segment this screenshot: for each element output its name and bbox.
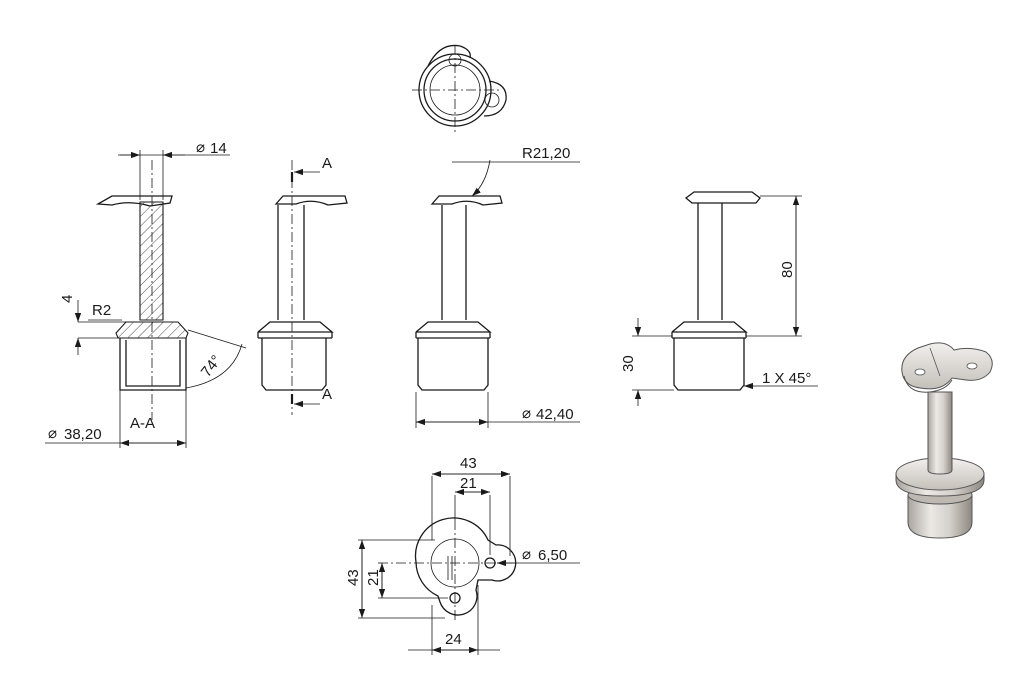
plate-height-label: 43 [345, 569, 362, 586]
top-view [412, 44, 507, 135]
plate-hole-spacing-x-label: 21 [460, 475, 477, 492]
plate-hole-spacing-y-label: 21 [365, 569, 382, 586]
section-view-a-a: ⌀ 14 4 R2 74° ⌀ 38,20 A-A [45, 139, 247, 448]
diameter-symbol: ⌀ [48, 425, 57, 442]
fillet-radius-label: R2 [92, 302, 111, 319]
diameter-symbol: ⌀ [196, 139, 205, 156]
cut-marker-top: A [322, 155, 332, 172]
isometric-render [895, 342, 993, 539]
side-view: 80 30 1 X 45° [620, 191, 818, 406]
base-height-label: 30 [620, 355, 637, 372]
front-view-cut: A A [257, 155, 348, 415]
hole-diameter-label: 6,50 [538, 547, 567, 564]
cut-marker-bottom: A [322, 386, 332, 403]
base-section-diameter-label: 38,20 [64, 426, 102, 443]
plate-view: 43 21 43 21 ⌀ 6,50 24 [345, 455, 580, 655]
plate-width-label: 43 [460, 455, 477, 472]
saddle-radius-label: R21,20 [522, 145, 570, 162]
plate-offset-label: 24 [445, 631, 462, 648]
lip-height-label: 4 [59, 295, 76, 303]
bevel-angle-label: 74° [198, 352, 225, 380]
post-height-label: 80 [779, 261, 796, 278]
tube-diameter-label: 14 [210, 140, 227, 157]
front-view: R21,20 ⌀ 42,40 [415, 145, 580, 428]
base-diameter-label: 42,40 [536, 406, 574, 423]
diameter-symbol: ⌀ [522, 546, 531, 563]
section-title: A-A [130, 415, 155, 432]
diameter-symbol: ⌀ [522, 405, 531, 422]
chamfer-label: 1 X 45° [762, 370, 811, 387]
